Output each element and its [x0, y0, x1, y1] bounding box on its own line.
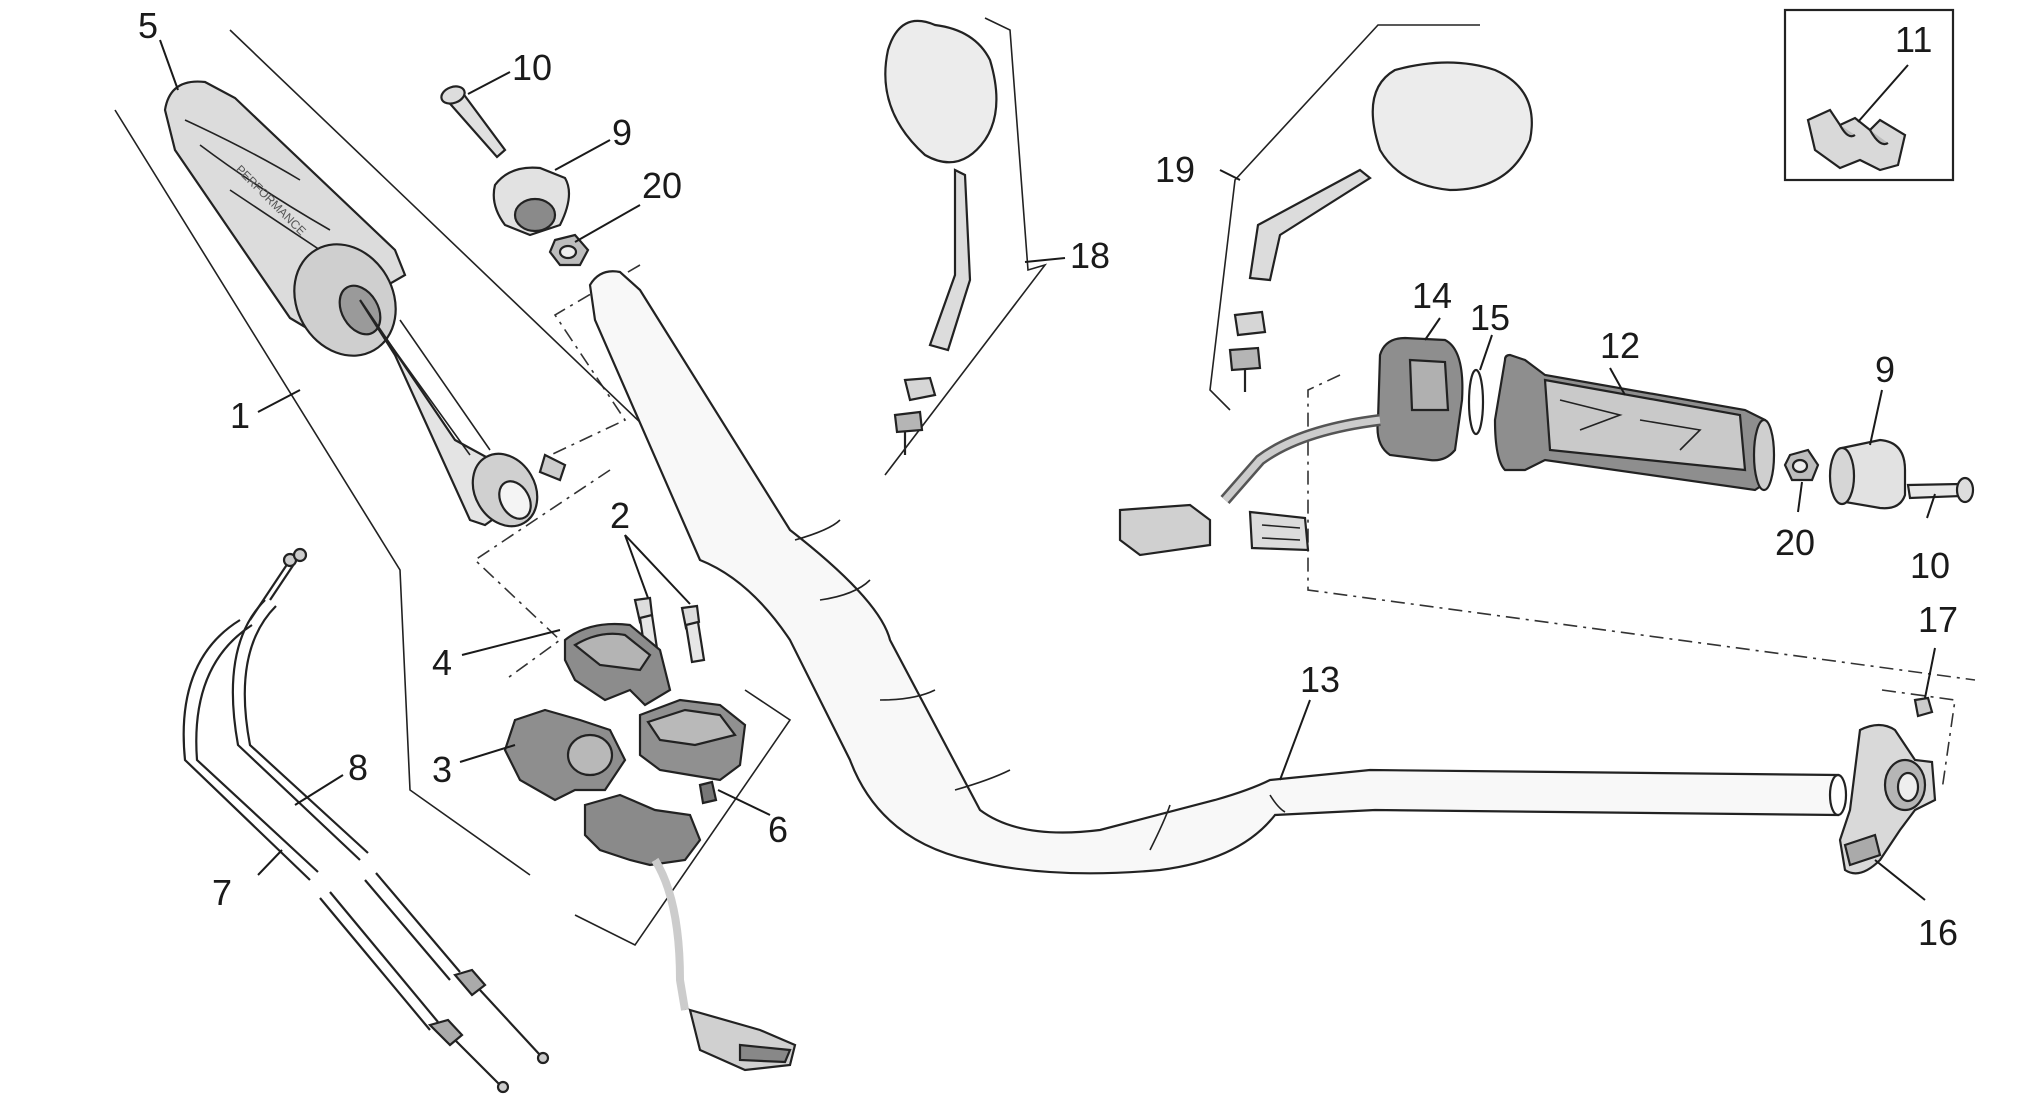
callout-6: 6 [768, 809, 788, 850]
callout-3: 3 [432, 749, 452, 790]
callout-9b: 9 [1875, 349, 1895, 390]
left-grip-assembly: PERFORMANCE [114, 29, 791, 876]
callout-2: 2 [610, 495, 630, 536]
right-switch-and-grip [1118, 336, 1776, 557]
callout-20: 20 [642, 165, 682, 206]
handlebar [588, 270, 1848, 875]
clamp-inset [1783, 8, 1955, 182]
callout-9: 9 [612, 112, 632, 153]
callout-15: 15 [1470, 297, 1510, 338]
callout-10: 10 [512, 47, 552, 88]
callout-12: 12 [1600, 325, 1640, 366]
callouts: 5 10 9 20 1 2 4 3 6 8 7 18 19 11 14 15 1… [138, 5, 1958, 953]
throttle-cables [182, 547, 550, 1094]
callout-18: 18 [1070, 235, 1110, 276]
callout-1: 1 [230, 395, 250, 436]
leader-lines [159, 39, 1936, 901]
callout-17: 17 [1918, 599, 1958, 640]
callout-19: 19 [1155, 149, 1195, 190]
callout-5: 5 [138, 5, 158, 46]
callout-16: 16 [1918, 912, 1958, 953]
callout-13: 13 [1300, 659, 1340, 700]
callout-11: 11 [1895, 19, 1932, 60]
callout-14: 14 [1412, 275, 1452, 316]
throttle-housing [503, 596, 706, 802]
switch-housing [574, 689, 797, 1072]
callout-10b: 10 [1910, 545, 1950, 586]
right-mirror [1209, 24, 1533, 411]
throttle-body [1838, 696, 1937, 875]
right-bar-end-weight [1783, 438, 1975, 510]
callout-4: 4 [432, 642, 452, 683]
left-bar-end-weight [440, 85, 590, 267]
callout-20b: 20 [1775, 522, 1815, 563]
left-mirror [884, 17, 1048, 476]
callout-8: 8 [348, 747, 368, 788]
callout-7: 7 [212, 872, 232, 913]
